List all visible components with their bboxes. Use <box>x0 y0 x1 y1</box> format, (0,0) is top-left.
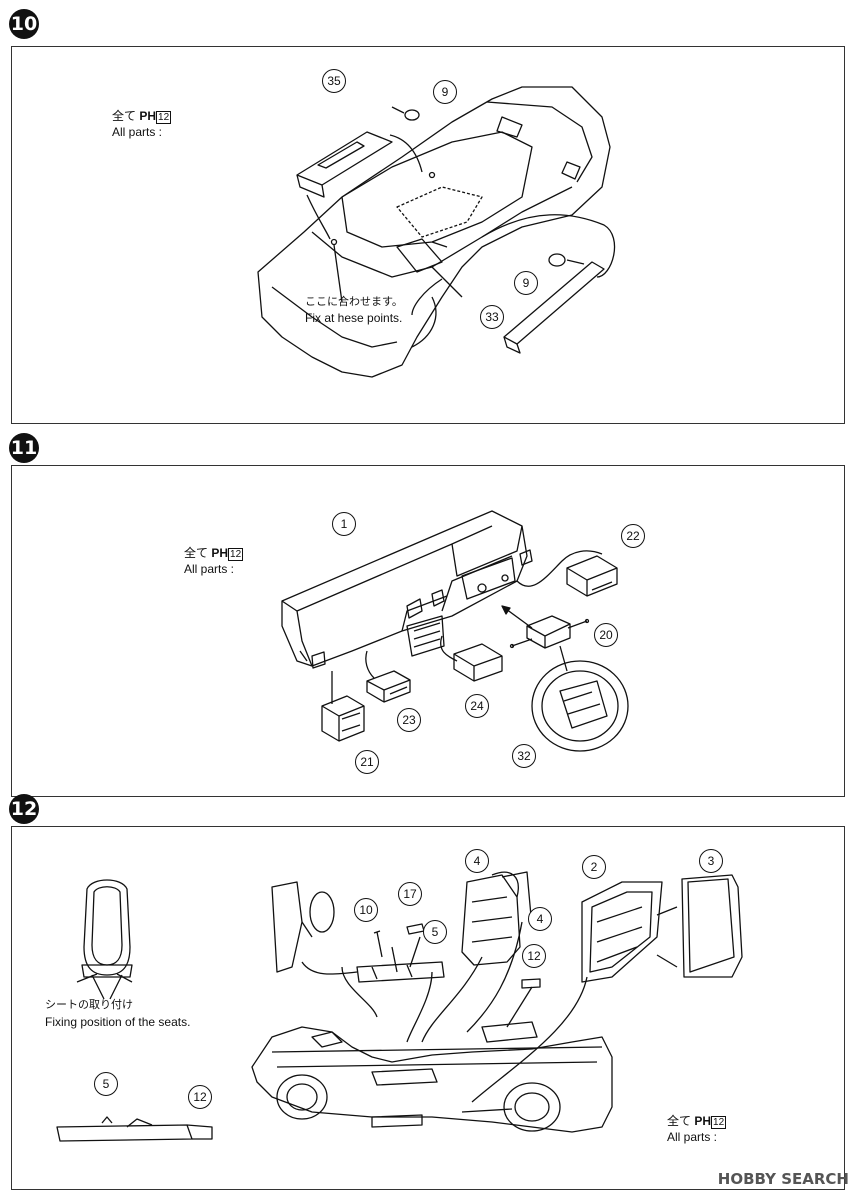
part-23-callout: 23 <box>397 708 421 732</box>
step-12-badge: 12 <box>9 794 39 824</box>
ph-paint-label: PH <box>694 1114 712 1128</box>
part-9-callout: 9 <box>514 271 538 295</box>
step-11-badge: 11 <box>9 433 39 463</box>
part-5-callout: 5 <box>423 920 447 944</box>
step-12-illustration <box>56 871 743 1142</box>
step-11-illustration <box>281 510 629 752</box>
part-24-callout: 24 <box>465 694 489 718</box>
parts-note-ja: 全て <box>667 1114 692 1128</box>
part-20-callout: 20 <box>594 623 618 647</box>
part-21-callout: 21 <box>355 750 379 774</box>
part-33-callout: 33 <box>480 305 504 329</box>
paint-number: 12 <box>711 1116 727 1129</box>
part-10-callout: 10 <box>354 898 378 922</box>
part-9-callout: 9 <box>433 80 457 104</box>
step-10-parts-note-en: All parts : <box>112 125 163 139</box>
step-12-parts-note-en: All parts : <box>667 1130 718 1144</box>
part-2-callout: 2 <box>582 855 606 879</box>
parts-note-ja: 全て <box>184 546 209 560</box>
part-1-callout: 1 <box>332 512 356 536</box>
part-4-callout: 4 <box>528 907 552 931</box>
step-10-badge: 10 <box>9 9 39 39</box>
seat-fixing-label-ja: シートの取り付け <box>45 999 133 1011</box>
part-35-callout: 35 <box>322 69 346 93</box>
part-32-callout: 32 <box>512 744 536 768</box>
fix-point-label-ja: ここに合わせます。 <box>305 296 403 308</box>
part-17-callout: 17 <box>398 882 422 906</box>
part-12-callout: 12 <box>188 1085 212 1109</box>
step-10-illustration <box>257 86 616 378</box>
part-5-callout: 5 <box>94 1072 118 1096</box>
fix-point-label-en: Fix at hese points. <box>305 311 403 325</box>
watermark: HOBBY SEARCH <box>718 1170 849 1188</box>
step-11-parts-note-en: All parts : <box>184 562 235 576</box>
watermark-text: HOBBY SEARCH <box>717 1170 849 1188</box>
paint-number: 12 <box>156 111 172 124</box>
paint-number: 12 <box>228 548 244 561</box>
ph-paint-label: PH <box>139 109 157 123</box>
part-3-callout: 3 <box>699 849 723 873</box>
step-12-panel: シートの取り付け Fixing position of the seats. 全… <box>11 826 845 1190</box>
part-22-callout: 22 <box>621 524 645 548</box>
part-12-callout: 12 <box>522 944 546 968</box>
part-4-callout: 4 <box>465 849 489 873</box>
ph-paint-label: PH <box>211 546 229 560</box>
seat-fixing-label-en: Fixing position of the seats. <box>45 1015 191 1029</box>
parts-note-ja: 全て <box>112 109 137 123</box>
